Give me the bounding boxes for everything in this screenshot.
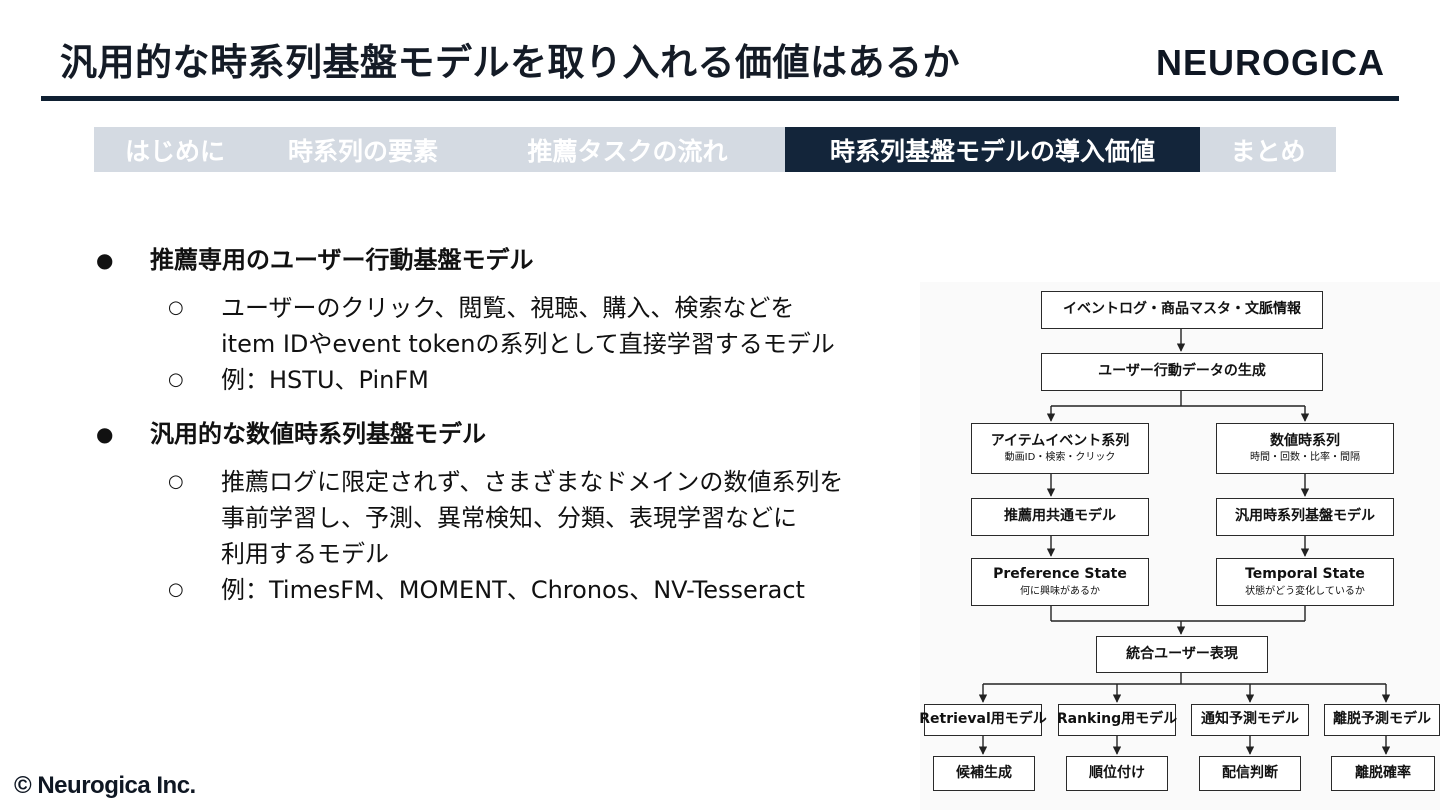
diagram-task-box: Ranking用モデル xyxy=(1057,704,1177,736)
diagram-task-box: Retrieval用モデル xyxy=(919,704,1047,736)
diagram-preference-state-box: Preference State 何に興味があるか xyxy=(971,558,1149,606)
diagram-task-box: 通知予測モデル xyxy=(1191,704,1309,736)
sub-bullet: ○ ユーザーのクリック、閲覧、視聴、購入、検索などを item IDやevent… xyxy=(96,290,896,362)
circle-bullet-icon: ○ xyxy=(168,369,184,390)
title-divider xyxy=(41,96,1399,101)
tab-intro[interactable]: はじめに xyxy=(94,127,256,172)
diagram-temporal-state-box: Temporal State 状態がどう変化しているか xyxy=(1216,558,1394,606)
bullet-heading: ● 推薦専用のユーザー行動基盤モデル xyxy=(96,236,896,284)
tab-foundation-model-value[interactable]: 時系列基盤モデルの導入価値 xyxy=(785,127,1200,172)
diagram-task-box: 離脱予測モデル xyxy=(1324,704,1440,736)
circle-bullet-icon: ○ xyxy=(168,471,184,492)
circle-bullet-icon: ○ xyxy=(168,579,184,600)
bullet-dot-icon: ● xyxy=(96,422,114,446)
page-title: 汎用的な時系列基盤モデルを取り入れる価値はあるか xyxy=(60,41,960,84)
diagram-numeric-series-box: 数値時系列 時間・回数・比率・間隔 xyxy=(1216,423,1394,474)
diagram-output-box: 配信判断 xyxy=(1199,756,1301,791)
diagram-generate-box: ユーザー行動データの生成 xyxy=(1041,353,1323,391)
bullet-list: ● 推薦専用のユーザー行動基盤モデル ○ ユーザーのクリック、閲覧、視聴、購入、… xyxy=(96,236,896,608)
diagram-rec-model-box: 推薦用共通モデル xyxy=(971,498,1149,536)
diagram-combined-box: 統合ユーザー表現 xyxy=(1096,636,1268,673)
diagram-item-series-box: アイテムイベント系列 動画ID・検索・クリック xyxy=(971,423,1149,474)
bullet-dot-icon: ● xyxy=(96,248,114,272)
diagram-ts-model-box: 汎用時系列基盤モデル xyxy=(1216,498,1394,536)
diagram-connectors xyxy=(978,329,1391,755)
tab-time-series-elements[interactable]: 時系列の要素 xyxy=(256,127,470,172)
brand-logo: NEUROGICA xyxy=(1155,42,1385,83)
sub-bullet: ○ 例：TimesFM、MOMENT、Chronos、NV-Tesseract xyxy=(96,572,896,608)
tab-recommendation-flow[interactable]: 推薦タスクの流れ xyxy=(470,127,785,172)
diagram-output-box: 順位付け xyxy=(1066,756,1168,791)
diagram-source-box: イベントログ・商品マスタ・文脈情報 xyxy=(1041,291,1323,329)
section-tabs: はじめに 時系列の要素 推薦タスクの流れ 時系列基盤モデルの導入価値 まとめ xyxy=(94,127,1336,172)
diagram-output-box: 離脱確率 xyxy=(1331,756,1435,791)
architecture-diagram: イベントログ・商品マスタ・文脈情報 ユーザー行動データの生成 アイテムイベント系… xyxy=(919,282,1440,810)
copyright-notice: © Neurogica Inc. xyxy=(14,772,196,799)
sub-bullet: ○ 推薦ログに限定されず、さまざまなドメインの数値系列を 事前学習し、予測、異常… xyxy=(96,464,896,572)
sub-bullet: ○ 例：HSTU、PinFM xyxy=(96,362,896,398)
diagram-output-box: 候補生成 xyxy=(933,756,1035,791)
circle-bullet-icon: ○ xyxy=(168,297,184,318)
bullet-heading: ● 汎用的な数値時系列基盤モデル xyxy=(96,410,896,458)
tab-summary[interactable]: まとめ xyxy=(1200,127,1336,172)
